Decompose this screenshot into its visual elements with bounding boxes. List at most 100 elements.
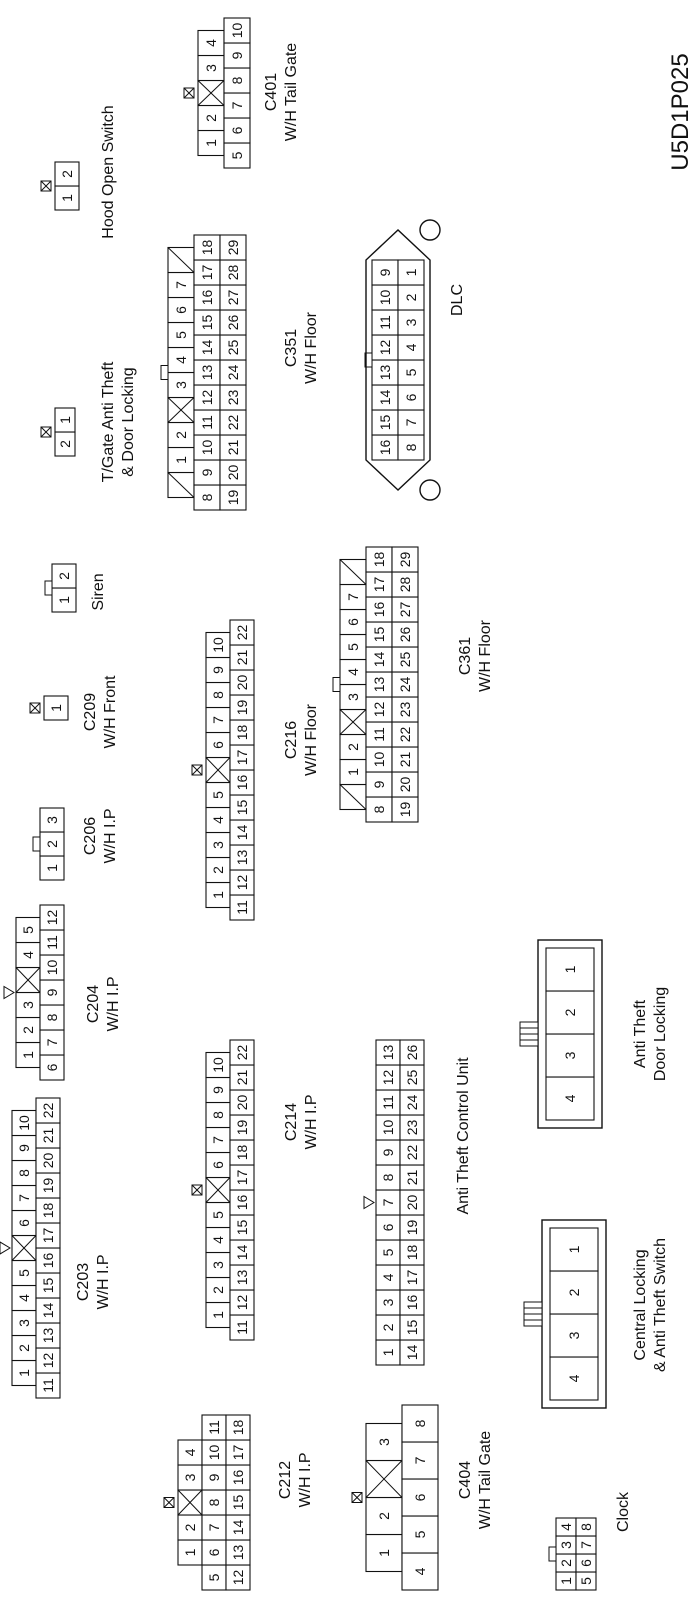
connector-label: DLC xyxy=(449,284,466,316)
pin-number: 3 xyxy=(380,1298,396,1306)
pin-number: 16 xyxy=(40,1253,56,1269)
connector-c206: 123 xyxy=(32,807,65,881)
connector-label: Central Locking xyxy=(632,1249,649,1360)
pin-number: 2 xyxy=(16,1344,32,1352)
pin-number: 1 xyxy=(558,1577,574,1585)
pin-number: 15 xyxy=(199,315,215,331)
pin-number: 6 xyxy=(210,741,226,749)
pin-cell xyxy=(399,1039,425,1066)
key-triangle-icon xyxy=(3,985,15,1000)
pin-number: 1 xyxy=(210,1311,226,1319)
pin-number: 8 xyxy=(44,1013,60,1021)
pin-number: 18 xyxy=(230,1420,246,1436)
pin-number: 5 xyxy=(380,1248,396,1256)
pin-number: 3 xyxy=(16,1319,32,1327)
key-tab-icon xyxy=(332,677,341,692)
pin-number: 12 xyxy=(230,1570,246,1586)
blank-cavity-mark xyxy=(15,967,41,993)
pin-number: 11 xyxy=(234,1320,250,1335)
pin-number: 1 xyxy=(376,1549,392,1557)
pin-number: 4 xyxy=(203,39,219,47)
pin-number: 11 xyxy=(380,1095,396,1110)
pin-number: 18 xyxy=(199,240,215,256)
pin-number: 3 xyxy=(345,693,361,701)
pin-number: 19 xyxy=(397,802,413,818)
pin-number: 5 xyxy=(173,331,189,339)
pin-number: 8 xyxy=(210,691,226,699)
pin-number: 5 xyxy=(210,1211,226,1219)
connector-label: C361 xyxy=(457,637,474,675)
pin-number: 13 xyxy=(380,1045,396,1061)
blank-cavity-mark xyxy=(365,1460,403,1498)
pin-number: 20 xyxy=(234,675,250,691)
pin-number: 5 xyxy=(578,1577,594,1585)
pin-number: 29 xyxy=(225,240,241,256)
pin-number: 16 xyxy=(199,290,215,306)
pin-number: 8 xyxy=(371,805,387,813)
connector-label: & Door Locking xyxy=(120,367,137,476)
pin-number: 10 xyxy=(380,1120,396,1136)
pin-number: 23 xyxy=(225,390,241,406)
lock-icon-mark xyxy=(163,1497,175,1508)
pin-number: 7 xyxy=(210,1136,226,1144)
connector-label: C212 xyxy=(277,1461,294,1499)
blank-cavity-mark xyxy=(205,1177,231,1203)
pin-number: 5 xyxy=(412,1530,428,1538)
pin-number: 5 xyxy=(206,1573,222,1581)
pin-cell xyxy=(223,17,251,44)
pin-number: 2 xyxy=(210,866,226,874)
pin-number: 14 xyxy=(40,1303,56,1319)
lock-icon-mark xyxy=(40,180,52,192)
connector-label: & Anti Theft Switch xyxy=(652,1238,669,1372)
pin-number: 9 xyxy=(210,666,226,674)
corner-cut-mark xyxy=(167,247,195,273)
pin-number: 10 xyxy=(44,960,60,976)
pin-number: 24 xyxy=(225,365,241,381)
pin-number: 22 xyxy=(225,415,241,431)
pin-number: 17 xyxy=(230,1445,246,1461)
pin-number: 1 xyxy=(566,1245,582,1253)
pin-number: 2 xyxy=(210,1286,226,1294)
pin-number: 17 xyxy=(40,1228,56,1244)
pin-number: 22 xyxy=(397,727,413,743)
pin-number: 9 xyxy=(377,268,393,276)
pin-number: 14 xyxy=(234,825,250,841)
pin-number: 23 xyxy=(397,702,413,718)
lock-icon-mark xyxy=(183,87,195,99)
pin-number: 4 xyxy=(566,1374,582,1382)
pin-number: 3 xyxy=(210,1261,226,1269)
pin-number: 18 xyxy=(234,725,250,741)
pin-number: 1 xyxy=(56,596,72,604)
pin-number: 8 xyxy=(578,1523,594,1531)
corner-cut-mark xyxy=(167,472,195,498)
pin-number: 7 xyxy=(345,593,361,601)
connector-label: C351 xyxy=(283,329,300,367)
pin-number: 3 xyxy=(203,64,219,72)
pin-number: 4 xyxy=(210,816,226,824)
pin-number: 8 xyxy=(412,1419,428,1427)
pin-number: 6 xyxy=(380,1223,396,1231)
connector-tgate: 21 xyxy=(40,407,76,457)
pin-number: 1 xyxy=(59,194,75,202)
pin-number: 2 xyxy=(558,1559,574,1567)
pin-number: 5 xyxy=(16,1269,32,1277)
pin-number: 9 xyxy=(380,1148,396,1156)
connector-c351: 1234567891011121314151617181920212223242… xyxy=(160,234,247,511)
key-triangle-icon xyxy=(0,1241,11,1255)
pin-number: 7 xyxy=(229,101,245,109)
pin-number: 10 xyxy=(371,752,387,768)
pin-number: 8 xyxy=(16,1169,32,1177)
lock-icon-mark xyxy=(191,1184,203,1196)
pin-number: 2 xyxy=(173,431,189,439)
pin-number: 1 xyxy=(182,1548,198,1556)
connector-label: W/H Tail Gate xyxy=(477,1431,494,1530)
pin-number: 20 xyxy=(40,1153,56,1169)
pin-number: 11 xyxy=(371,727,387,742)
pin-number: 4 xyxy=(182,1448,198,1456)
pin-number: 9 xyxy=(229,51,245,59)
pin-cell xyxy=(219,234,247,261)
connector-label: W/H I.P xyxy=(95,1254,112,1309)
connector-label: W/H I.P xyxy=(102,808,119,863)
pin-number: 13 xyxy=(234,850,250,866)
